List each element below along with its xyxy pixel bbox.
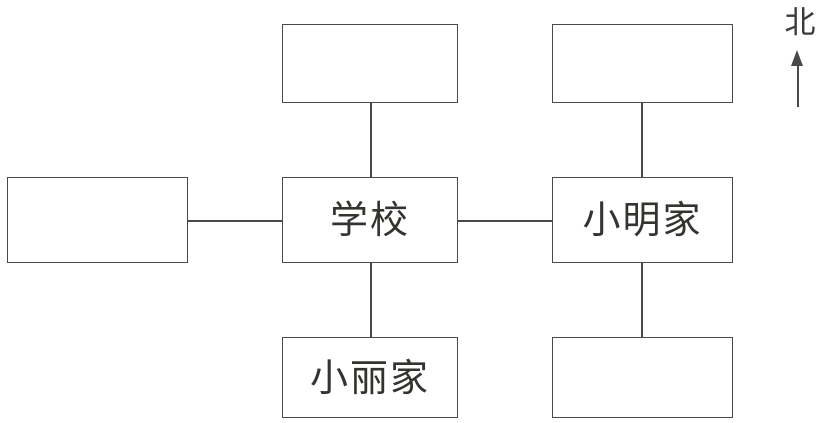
connector-xiaoming-southeast [641,263,643,337]
map-box-west[interactable] [7,177,188,263]
connector-west-school [188,220,282,222]
connector-school-xiaoli [370,263,372,337]
map-box-xiaoming[interactable]: 小明家 [552,177,733,263]
north-arrow-icon [791,50,803,66]
connector-school-xiaoming [458,220,552,222]
map-box-school[interactable]: 学校 [282,177,458,263]
map-box-label: 小丽家 [309,355,430,400]
connector-northmid-school [370,103,372,177]
north-arrow-shaft [797,62,799,107]
map-box-north-mid[interactable] [282,24,458,103]
map-box-north-east[interactable] [552,24,733,103]
map-box-xiaoli[interactable]: 小丽家 [282,337,458,418]
map-box-label: 小明家 [582,198,703,242]
map-box-label: 学校 [329,198,410,242]
north-label: 北 [784,5,816,41]
map-box-south-east[interactable] [552,337,733,418]
connector-northeast-xiaoming [641,103,643,177]
